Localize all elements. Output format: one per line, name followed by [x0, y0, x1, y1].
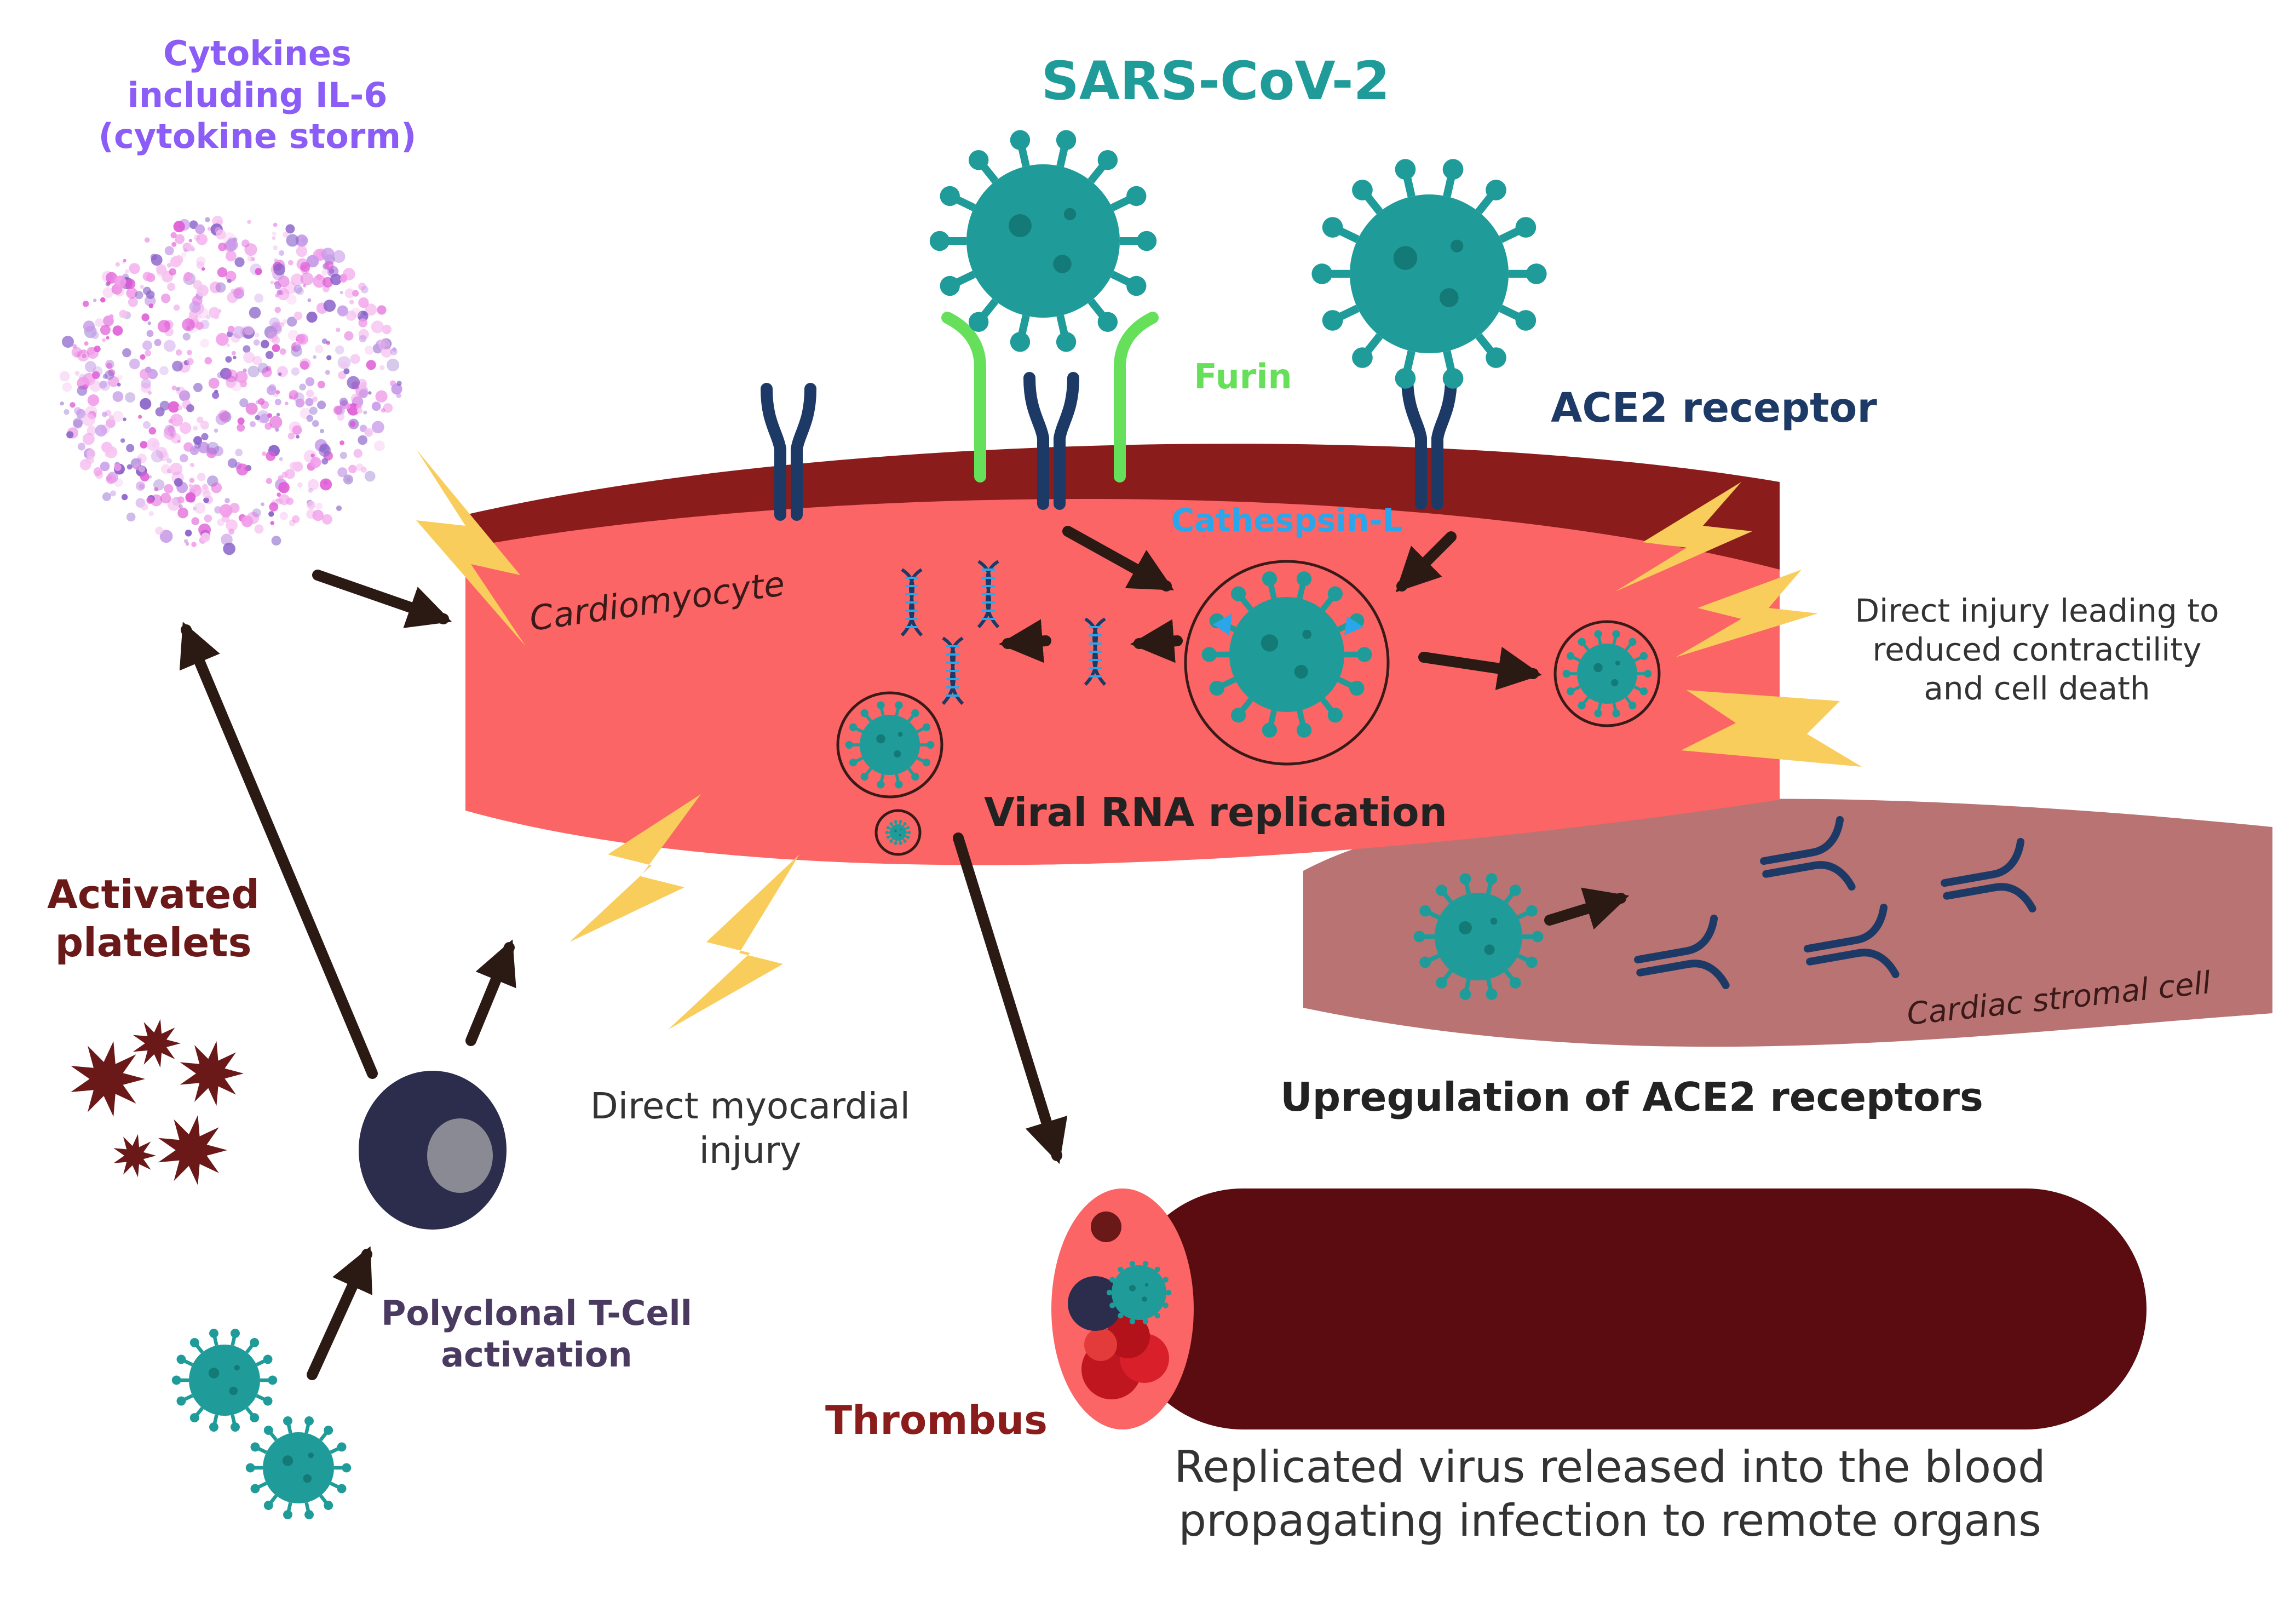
cathepsin-marker-left [1213, 613, 1232, 635]
label-direct-injury-line-1: Direct injury leading to [1855, 592, 2219, 629]
activated-platelets-cluster [71, 1019, 244, 1185]
arrow-rna-left-2 [999, 619, 1051, 663]
platelet-4 [113, 1134, 156, 1178]
title-sars-cov-2: SARS-CoV-2 [1041, 50, 1390, 112]
ace2-receptor-2 [1023, 372, 1079, 510]
cytokine-cloud [59, 215, 402, 555]
label-cytokines-line-3: (cytokine storm) [98, 116, 417, 157]
virus-bottom-left-2 [245, 1416, 352, 1519]
virus-tiny [885, 820, 911, 845]
arrow-virus-to-stromal [1544, 887, 1630, 930]
label-direct-myocardial-injury-line-1: Direct myocardial [590, 1085, 911, 1127]
label-activated-platelets: Activated platelets [22, 871, 285, 967]
label-polyclonal-tcell-line-2: activation [441, 1334, 632, 1375]
label-ace2-receptor: ACE2 receptor [1551, 384, 1877, 432]
cardiac-stromal-cell [1303, 799, 2272, 1047]
virus-top-left [929, 130, 1157, 352]
rna-strand-2 [977, 560, 1000, 629]
virus-in-vessel [1106, 1261, 1172, 1324]
label-upregulation: Upregulation of ACE2 receptors [1280, 1074, 1983, 1120]
virus-left-vesicle [845, 701, 935, 789]
platelet-2 [133, 1019, 181, 1068]
rna-strand-4 [1084, 617, 1107, 686]
arrow-to-vessel [953, 832, 1068, 1164]
label-direct-myocardial-injury-line-2: injury [699, 1129, 802, 1172]
cathepsin-marker-right [1344, 616, 1363, 635]
endosome-vesicles [836, 560, 1661, 856]
lightning-bolts [416, 449, 1862, 1030]
virus-top-right [1311, 159, 1547, 389]
receptors [761, 312, 2036, 989]
ace2-receptor-3 [1401, 372, 1457, 510]
viruses [171, 130, 1652, 1519]
label-polyclonal-tcell: Polyclonal T-Cell activation [361, 1293, 712, 1375]
furin-left [941, 312, 986, 483]
furin-right [1114, 312, 1159, 483]
label-released-virus-line-2: propagating infection to remote organs [1178, 1495, 2041, 1546]
cardiomyocyte-cell [465, 498, 1780, 865]
label-cathepsin: Cathespsin-L [1171, 502, 1403, 539]
label-direct-injury-line-2: reduced contractility [1872, 630, 2202, 668]
ace2-receptor-1 [761, 383, 816, 521]
arrow-virus-to-tcell [307, 1246, 372, 1380]
arrow-tcell-to-cell [465, 939, 516, 1046]
platelet-3 [180, 1041, 244, 1106]
t-cell [359, 1071, 507, 1230]
rna-strands [900, 560, 1107, 705]
platelet-5 [158, 1115, 227, 1185]
label-direct-myocardial-injury: Direct myocardial injury [559, 1084, 942, 1173]
platelet-1 [71, 1041, 145, 1117]
label-viral-rna-replication: Viral RNA replication [984, 789, 1447, 835]
stromal-receptor-1 [1760, 816, 1856, 891]
arrow-release-right [1418, 646, 1542, 691]
label-released-virus-line-1: Replicated virus released into the blood [1174, 1442, 2046, 1492]
arrow-entry-right [1395, 531, 1457, 593]
label-thrombus: Thrombus [825, 1397, 1048, 1443]
thrombus-clot [1081, 1314, 1169, 1399]
blood-vessel [1051, 1188, 2147, 1429]
arrow-rna-left-1 [1130, 619, 1183, 663]
stromal-receptor-2 [1941, 837, 2036, 912]
arrow-cytokines-to-cell [312, 570, 452, 628]
label-cytokines-line-1: Cytokines [163, 33, 352, 73]
label-polyclonal-tcell-line-1: Polyclonal T-Cell [381, 1293, 693, 1333]
arrow-entry-left [1062, 526, 1174, 592]
arrows [179, 526, 1630, 1380]
label-cytokines-line-2: including IL-6 [127, 74, 388, 115]
arrow-tcell-to-cytokines [179, 622, 378, 1079]
label-direct-injury-line-3: and cell death [1924, 669, 2150, 707]
label-furin: Furin [1194, 357, 1292, 397]
stromal-receptor-4 [1804, 903, 1900, 978]
label-activated-platelets-line-1: Activated [47, 871, 260, 917]
virus-bottom-left-1 [171, 1329, 278, 1432]
rna-strand-1 [900, 568, 923, 637]
stromal-receptor-3 [1634, 914, 1730, 989]
label-activated-platelets-line-2: platelets [55, 919, 252, 966]
label-cytokines: Cytokines including IL-6 (cytokine storm… [66, 33, 449, 157]
virus-small-vesicle [1562, 630, 1652, 717]
rna-strand-3 [941, 636, 964, 705]
label-released-virus: Replicated virus released into the blood… [1013, 1440, 2207, 1547]
virus-near-stromal [1413, 873, 1544, 1000]
label-direct-injury: Direct injury leading to reduced contrac… [1823, 592, 2251, 708]
